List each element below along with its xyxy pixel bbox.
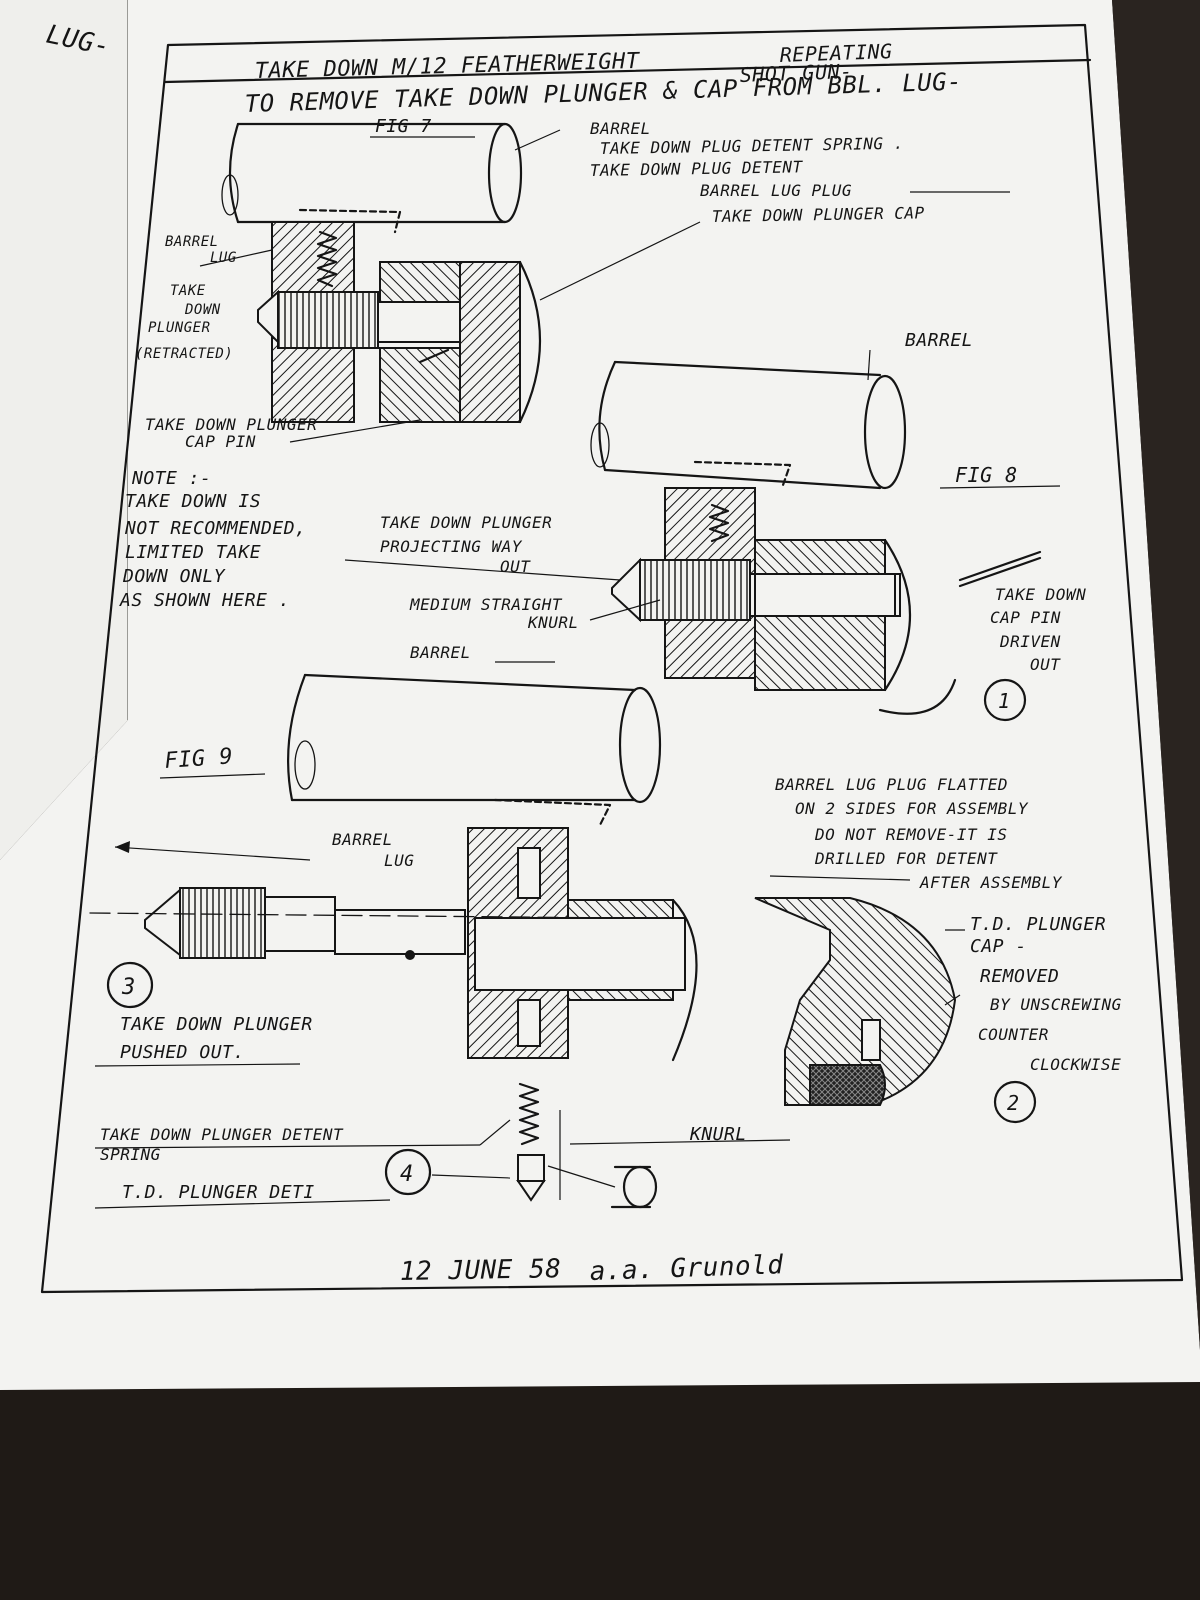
fig9-barrel-lug-label-2: LUG xyxy=(384,851,414,870)
fig9-detent-label: T.D. PLUNGER DETI xyxy=(122,1182,315,1203)
signature-date: 12 JUNE 58 xyxy=(400,1254,562,1287)
fig9-step4-number: 4 xyxy=(400,1162,414,1187)
fig7-barrel-lug-label-2: LUG xyxy=(210,250,237,266)
fig8-knurl-label-2: KNURL xyxy=(527,613,579,632)
fig9-detent-spring-drawing xyxy=(518,1082,540,1146)
fig8-knurl-label-1: MEDIUM STRAIGHT xyxy=(409,595,563,614)
fig8-cap-pin-label-4: OUT xyxy=(1030,655,1061,674)
fig7-plunger-label-3: PLUNGER xyxy=(148,320,211,336)
signature-name: a.a. Grunold xyxy=(589,1250,784,1287)
fig7-plunger-label-1: TAKE xyxy=(170,283,206,299)
fig7-detent-label: TAKE DOWN PLUG DETENT xyxy=(590,157,804,180)
fig9-detent-drawing xyxy=(516,1154,658,1209)
fig8-step-number: 1 xyxy=(998,689,1011,713)
title-repeating: REPEATING xyxy=(779,39,893,67)
fig9-plunger-label-1: TAKE DOWN PLUNGER xyxy=(120,1014,313,1035)
note-heading: NOTE :- xyxy=(131,468,211,489)
fig7-plunger-cap-label: TAKE DOWN PLUNGER CAP xyxy=(712,203,925,226)
page-shadow xyxy=(1112,0,1200,1350)
fig9-detent-spring-label-2: SPRING xyxy=(100,1145,161,1164)
fig9-illustration xyxy=(89,673,957,1209)
fig9-push-arrow xyxy=(114,846,311,861)
fig9-plug-note-4: DRILLED FOR DETENT xyxy=(814,849,998,868)
fig9-cap-label-3: REMOVED xyxy=(980,966,1059,987)
fig8-plunger-label-1: TAKE DOWN PLUNGER xyxy=(380,513,552,532)
fig9-cap-label-2: CAP - xyxy=(970,936,1027,957)
fig9-step4-circle xyxy=(384,1148,432,1196)
fig7-illustration xyxy=(221,122,542,424)
fig8-illustration xyxy=(590,360,1042,715)
fig9-step3-circle xyxy=(106,961,154,1009)
note-line-3: LIMITED TAKE xyxy=(125,542,261,563)
fig7-detent-spring xyxy=(316,230,338,288)
fig9-plug-note-1: BARREL LUG PLUG FLATTED xyxy=(775,775,1008,794)
fig9-plug-note-5: AFTER ASSEMBLY xyxy=(919,873,1063,892)
title-shotgun: SHOT GUN- xyxy=(739,59,853,87)
fig9-step2-number: 2 xyxy=(1007,1091,1020,1115)
fig9-removed-cap xyxy=(754,897,957,1106)
fig9-barrel-lug-label-1: BARREL xyxy=(332,830,393,849)
fig8-plunger-label-2: PROJECTING WAY xyxy=(380,537,523,556)
fig8-label: FIG 8 xyxy=(955,463,1018,487)
fig7-cap-pin-label-1: TAKE DOWN PLUNGER xyxy=(145,415,317,434)
fig7-barrel-label: BARREL xyxy=(590,119,651,138)
fig9-step2-circle xyxy=(993,1080,1037,1124)
fig7-plunger-label-4: (RETRACTED) xyxy=(135,346,233,362)
fig8-barrel-label: BARREL xyxy=(905,330,973,351)
fig8-cap-pin-label-3: DRIVEN xyxy=(999,632,1061,651)
fig9-cap-label-6: CLOCKWISE xyxy=(1030,1055,1121,1074)
left-page xyxy=(0,0,128,860)
fig7-label: FIG 7 xyxy=(375,116,432,137)
fig9-knurl-label: KNURL xyxy=(689,1124,747,1145)
fig7-plunger-label-2: DOWN xyxy=(184,302,221,318)
fig8-cap-pin-drawing xyxy=(958,550,1042,582)
fig9-barrel-label: BARREL xyxy=(410,643,471,662)
fig7-cap-upper xyxy=(379,261,461,303)
fig9-step3-number: 3 xyxy=(121,975,136,1000)
note-line-1: TAKE DOWN IS xyxy=(125,491,261,512)
note-line-5: AS SHOWN HERE . xyxy=(119,590,290,611)
fig9-cap-label-4: BY UNSCREWING xyxy=(990,995,1122,1014)
fig8-cap-pin-label-2: CAP PIN xyxy=(990,608,1061,627)
title-divider xyxy=(163,58,1092,84)
note-line-2: NOT RECOMMENDED, xyxy=(124,518,306,539)
fig8-cap-pin-label-1: TAKE DOWN xyxy=(995,585,1086,604)
fig7-cap-side xyxy=(459,261,521,423)
fig9-plug-note-2: ON 2 SIDES FOR ASSEMBLY xyxy=(795,799,1029,818)
fig9-plunger-pushed-out xyxy=(144,887,466,960)
fig7-cap-lower xyxy=(379,347,461,423)
fig9-cap-label-1: T.D. PLUNGER xyxy=(970,914,1106,935)
fig7-cap-pin-label-2: CAP PIN xyxy=(185,432,256,451)
drawing-border xyxy=(40,23,1184,1294)
fig9-detent-spring-label-1: TAKE DOWN PLUNGER DETENT xyxy=(100,1125,344,1144)
fig9-label: FIG 9 xyxy=(164,744,234,774)
fig8-barrel xyxy=(590,360,907,490)
fig9-plug-note-3: DO NOT REMOVE-IT IS xyxy=(814,825,1008,844)
fig9-cap-label-5: COUNTER xyxy=(978,1025,1049,1044)
fig7-barrel-lug-label-1: BARREL xyxy=(165,234,219,250)
fig9-plunger-label-2: PUSHED OUT. xyxy=(120,1042,245,1063)
note-line-4: DOWN ONLY xyxy=(122,566,226,587)
fig9-barrel xyxy=(287,673,662,804)
fig7-lug-plug-label: BARREL LUG PLUG xyxy=(700,181,852,200)
fig8-step-circle xyxy=(983,678,1027,722)
